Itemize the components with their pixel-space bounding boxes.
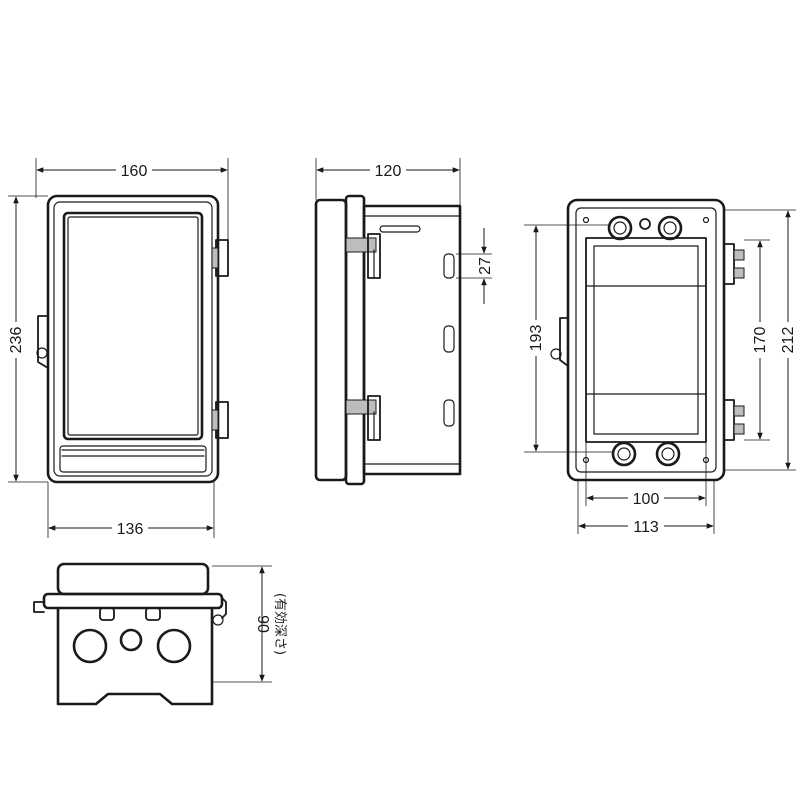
dim-label-27: 27 — [477, 257, 494, 275]
back-lock-hole — [550, 348, 562, 360]
bottom-view: 90 (有効深さ) — [33, 562, 287, 706]
back-knockout-bottom-right-inner — [661, 447, 675, 461]
dim-label-170: 170 — [752, 327, 769, 354]
side-view: 120 27 — [314, 158, 494, 486]
dim-bottom-depth: 90 (有効深さ) — [212, 565, 287, 683]
bottom-clip-2 — [145, 607, 161, 621]
back-hinge-top — [723, 243, 745, 285]
dim-front-height: 236 — [6, 195, 48, 483]
back-mount-frame — [585, 237, 707, 443]
back-inner-outline — [575, 207, 717, 473]
side-cover — [314, 198, 348, 482]
front-hinge-top-pin — [211, 247, 219, 269]
dim-label-113: 113 — [633, 519, 659, 536]
dim-note-effective-depth: (有効深さ) — [272, 593, 287, 655]
front-lock-tab — [37, 315, 49, 369]
front-inner-outline — [53, 201, 213, 477]
dim-label-90: 90 — [254, 615, 271, 633]
back-mount-frame-inner — [593, 245, 699, 435]
bottom-lock-tab — [33, 601, 45, 613]
dim-label-193: 193 — [528, 325, 545, 352]
dim-label-236: 236 — [8, 327, 25, 354]
front-outer-outline — [46, 194, 220, 484]
back-corner-hole-2 — [702, 216, 710, 224]
dim-back-height-inner: 193 — [524, 224, 612, 453]
dim-label-160: 160 — [121, 163, 148, 180]
bottom-knockout-right — [156, 628, 192, 664]
bottom-clip-1 — [99, 607, 115, 621]
front-window-inner — [67, 216, 199, 436]
front-hinge-bottom-pin — [211, 409, 219, 431]
dim-side-hinge-gap: 27 — [456, 228, 494, 304]
back-outer-outline — [566, 198, 726, 482]
side-hinge-top — [345, 233, 381, 279]
bottom-hinge-hole — [212, 614, 224, 626]
back-knockout-top-left-inner — [613, 221, 627, 235]
front-view: 160 236 136 — [6, 158, 229, 538]
bottom-knockout-left — [72, 628, 108, 664]
back-knockout-bottom-left — [611, 441, 637, 467]
dim-label-100: 100 — [633, 491, 660, 508]
back-knockout-bottom-right — [655, 441, 681, 467]
back-knockout-top-right-inner — [663, 221, 677, 235]
bottom-body — [56, 606, 214, 706]
back-knockout-bottom-left-inner — [617, 447, 631, 461]
bottom-flange — [42, 592, 224, 610]
front-window — [62, 211, 204, 441]
dim-label-136: 136 — [117, 521, 144, 538]
dim-back-width-inner: 100 — [585, 442, 707, 508]
bottom-top-cap — [56, 562, 210, 596]
bottom-hinge-tab — [221, 597, 227, 619]
back-screw-hole-top — [639, 218, 651, 230]
dim-back-width-outer: 113 — [577, 480, 715, 536]
dim-back-height-outer: 212 — [724, 209, 798, 471]
side-slot-2 — [443, 325, 455, 353]
front-lock-hole — [36, 347, 48, 359]
side-hinge-bottom — [345, 395, 381, 441]
bottom-knockout-center — [119, 628, 143, 652]
dim-label-212: 212 — [780, 327, 797, 354]
back-knockout-top-left — [607, 215, 633, 241]
side-top-slot — [379, 225, 421, 233]
side-body — [362, 204, 462, 476]
front-lower-panel — [59, 445, 207, 473]
front-lower-panel-line — [61, 449, 205, 457]
back-knockout-top-right — [657, 215, 683, 241]
dim-front-width-inner: 136 — [47, 482, 215, 538]
back-lock-tab — [559, 317, 569, 367]
side-slot-3 — [443, 399, 455, 427]
dim-side-depth: 120 — [315, 158, 461, 206]
dim-back-height-mount: 170 — [744, 239, 770, 441]
back-corner-hole-1 — [582, 216, 590, 224]
back-hinge-bottom — [723, 399, 745, 441]
back-view: 193 170 212 100 — [524, 198, 798, 536]
dim-front-width-outer: 160 — [35, 158, 229, 240]
side-slot-1 — [443, 253, 455, 279]
dim-label-120: 120 — [375, 163, 402, 180]
